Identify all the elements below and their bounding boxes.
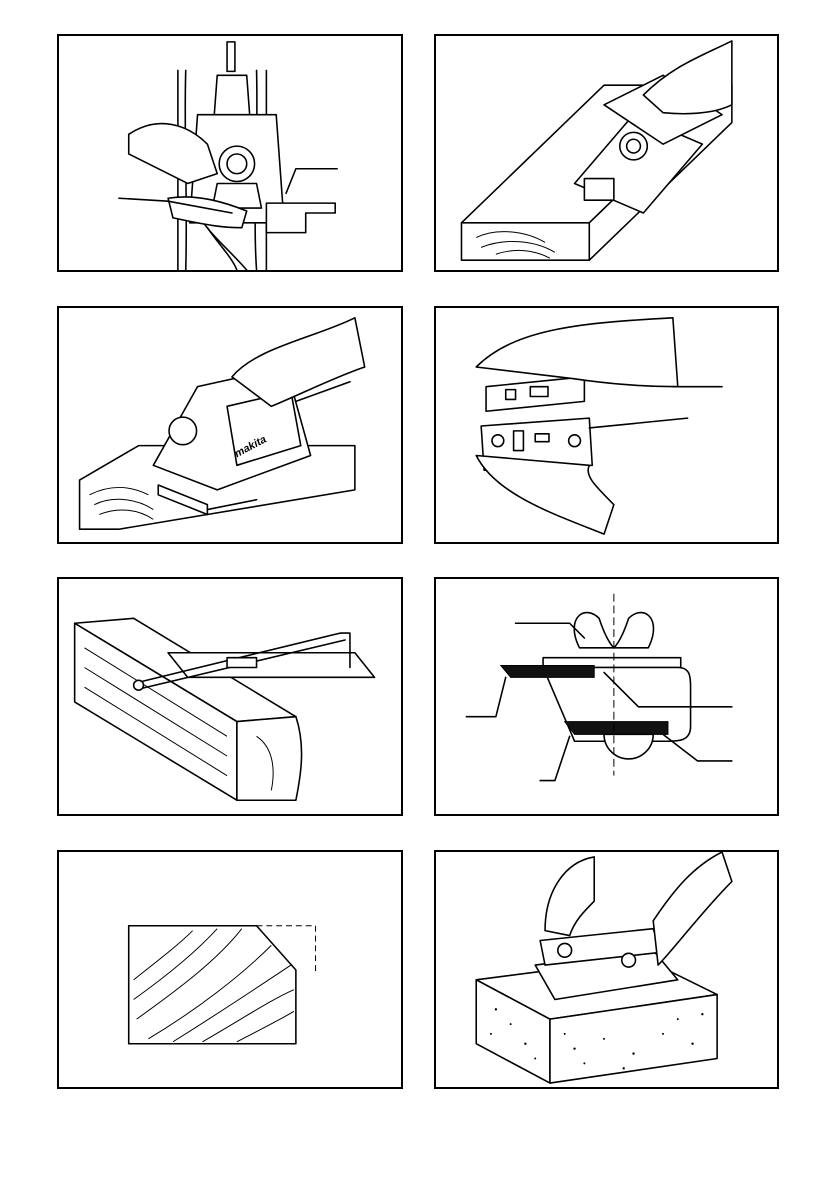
figure-7-panel (57, 850, 403, 1089)
figure-4-illustration (436, 308, 777, 542)
figure-5-panel (57, 577, 403, 816)
figure-6-illustration (436, 579, 777, 814)
figure-3-panel: makita (57, 306, 403, 544)
figure-4-panel (434, 306, 779, 544)
figure-5-illustration (59, 579, 401, 814)
figure-2-panel (434, 34, 779, 272)
figure-8-illustration (436, 852, 777, 1087)
figure-6-panel (434, 577, 779, 816)
figure-2-illustration (436, 36, 777, 270)
figure-3-illustration: makita (59, 308, 401, 542)
figure-1-illustration (59, 36, 401, 270)
figure-8-panel (434, 850, 779, 1089)
figure-1-panel (57, 34, 403, 272)
figure-7-illustration (59, 852, 401, 1087)
